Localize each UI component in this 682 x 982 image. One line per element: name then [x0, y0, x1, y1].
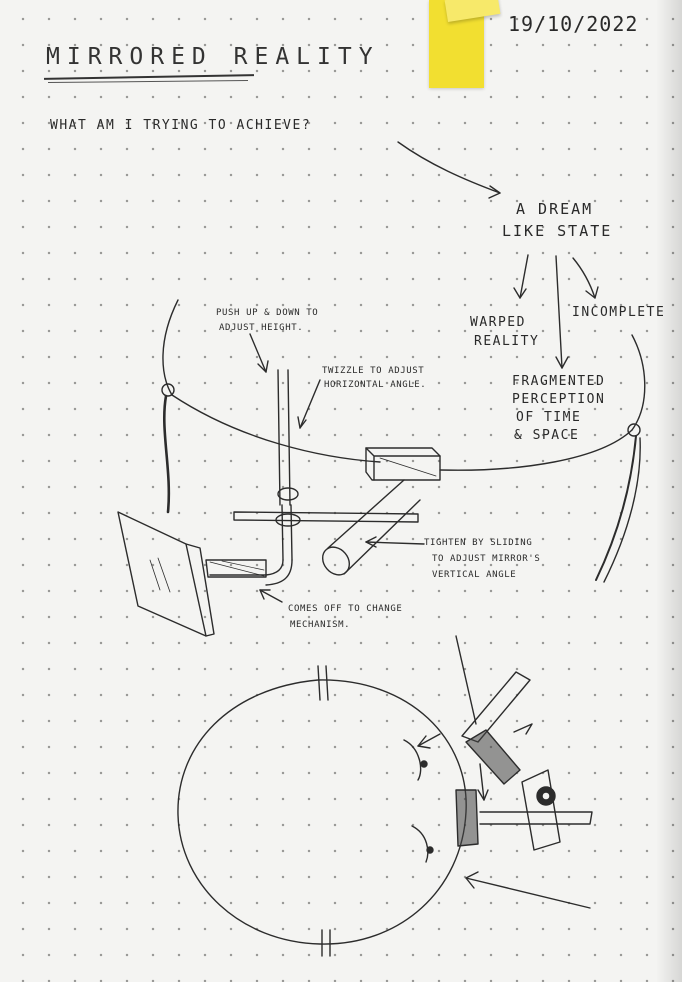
- goal-to-warped-arrow: [514, 255, 528, 298]
- frame-loop-sketch: [162, 300, 645, 582]
- mirror-panel-sketch: [118, 512, 266, 636]
- clamp-block-sketch: [366, 448, 440, 480]
- height-rod-sketch: [210, 370, 292, 585]
- goal-to-incomplete-arrow: [573, 258, 598, 298]
- tube-sketch: [317, 480, 420, 580]
- slide-bar-sketch: [234, 488, 418, 526]
- viewer-eyes-sketch: [404, 740, 433, 862]
- question-to-goal-arrow: [398, 142, 500, 198]
- plan-mirror-arm-sketch: [418, 672, 592, 850]
- goal-to-fragmented-arrow: [556, 256, 568, 368]
- plan-view-circle: [178, 666, 466, 956]
- annotation-leader-lines: [250, 334, 424, 602]
